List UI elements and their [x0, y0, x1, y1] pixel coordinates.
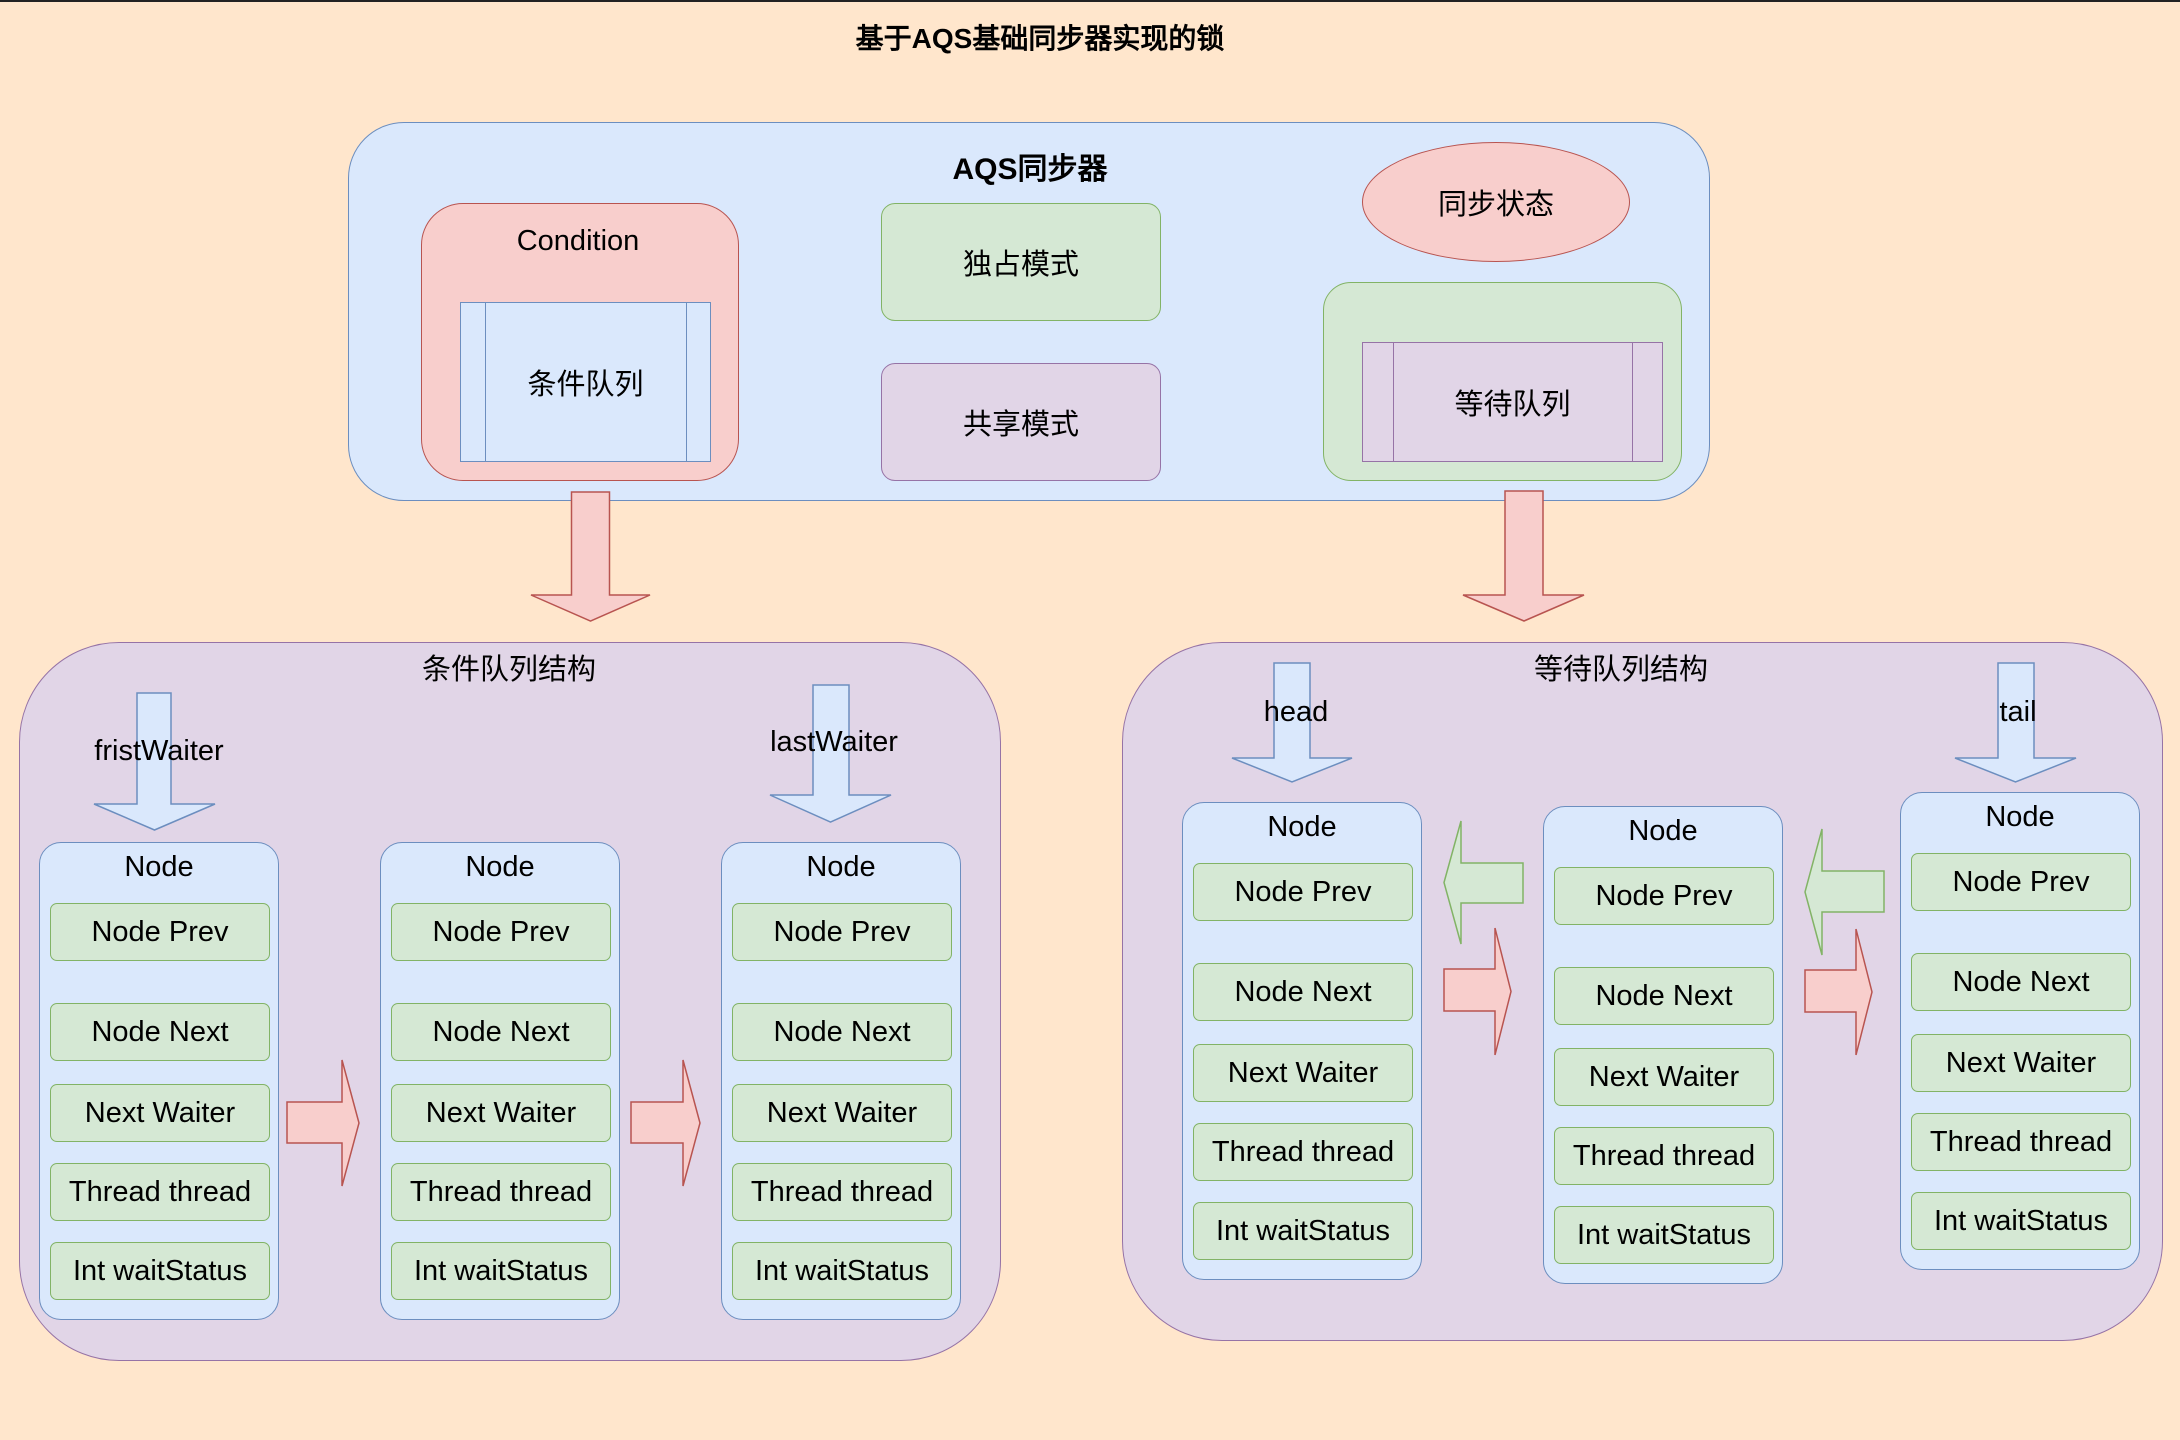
exclusive-mode-label: 独占模式: [962, 249, 1079, 281]
sync-state-ellipse: 同步状态: [1362, 142, 1630, 262]
thread-field: Thread thread: [1911, 1113, 2131, 1171]
node-title: Node: [1628, 815, 1698, 847]
wait-status-field: Int waitStatus: [50, 1242, 270, 1300]
process-left-bar: [485, 303, 486, 461]
node-prev-field: Node Prev: [391, 903, 611, 961]
wait-status-field: Int waitStatus: [391, 1242, 611, 1300]
wait-status-field: Int waitStatus: [1554, 1206, 1774, 1264]
thread-field: Thread thread: [1193, 1123, 1413, 1181]
thread-field: Thread thread: [50, 1163, 270, 1221]
thread-field: Thread thread: [1554, 1127, 1774, 1185]
first-waiter-label: fristWaiter: [94, 735, 224, 767]
head-label: head: [1263, 696, 1329, 728]
condition-label: Condition: [516, 225, 640, 257]
node-next-field: Node Next: [732, 1003, 952, 1061]
shared-mode-box: 共享模式: [881, 363, 1161, 481]
node-next-field: Node Next: [1193, 963, 1413, 1021]
next-waiter-link-arrow: [630, 1059, 701, 1187]
next-waiter-field: Next Waiter: [1554, 1048, 1774, 1106]
condition-queue-label: 条件队列: [527, 369, 644, 401]
next-waiter-field: Next Waiter: [391, 1084, 611, 1142]
prev-link-arrow: [1804, 828, 1885, 956]
next-link-arrow: [1804, 928, 1873, 1056]
aqs-synchronizer-title: AQS同步器: [952, 153, 1108, 186]
process-left-bar: [1393, 343, 1394, 461]
node-next-field: Node Next: [1911, 953, 2131, 1011]
thread-field: Thread thread: [391, 1163, 611, 1221]
prev-link-arrow: [1443, 820, 1524, 945]
wait-queue-label: 等待队列: [1454, 389, 1571, 421]
process-right-bar: [1632, 343, 1633, 461]
tail-pointer-arrow: [1954, 662, 2077, 783]
wait-queue-to-structure-down-arrow: [1462, 490, 1585, 622]
tail-label: tail: [1999, 696, 2037, 728]
shared-mode-label: 共享模式: [962, 409, 1079, 441]
node-title: Node: [1985, 801, 2055, 833]
next-waiter-link-arrow: [286, 1059, 360, 1187]
next-waiter-field: Next Waiter: [1911, 1034, 2131, 1092]
node-prev-field: Node Prev: [1911, 853, 2131, 911]
node-title: Node: [465, 851, 535, 883]
condition-queue-structure-title: 条件队列结构: [421, 654, 596, 686]
sync-state-label: 同步状态: [1437, 189, 1554, 221]
next-waiter-field: Next Waiter: [50, 1084, 270, 1142]
condition-queue-process-box: 条件队列: [460, 302, 711, 462]
node-title: Node: [806, 851, 876, 883]
last-waiter-label: lastWaiter: [770, 726, 898, 758]
process-right-bar: [686, 303, 687, 461]
node-next-field: Node Next: [391, 1003, 611, 1061]
node-prev-field: Node Prev: [50, 903, 270, 961]
node-prev-field: Node Prev: [1193, 863, 1413, 921]
next-link-arrow: [1443, 927, 1512, 1056]
next-waiter-field: Next Waiter: [732, 1084, 952, 1142]
next-waiter-field: Next Waiter: [1193, 1044, 1413, 1102]
wait-queue-structure-title: 等待队列结构: [1533, 654, 1708, 686]
wait-status-field: Int waitStatus: [732, 1242, 952, 1300]
node-prev-field: Node Prev: [732, 903, 952, 961]
wait-status-field: Int waitStatus: [1193, 1202, 1413, 1260]
wait-status-field: Int waitStatus: [1911, 1192, 2131, 1250]
node-next-field: Node Next: [1554, 967, 1774, 1025]
exclusive-mode-box: 独占模式: [881, 203, 1161, 321]
diagram-title: 基于AQS基础同步器实现的锁: [855, 23, 1225, 54]
first-waiter-pointer-arrow: [93, 692, 216, 831]
node-title: Node: [1267, 811, 1337, 843]
wait-queue-process-box: 等待队列: [1362, 342, 1663, 462]
thread-field: Thread thread: [732, 1163, 952, 1221]
node-title: Node: [124, 851, 194, 883]
node-prev-field: Node Prev: [1554, 867, 1774, 925]
head-pointer-arrow: [1231, 662, 1353, 783]
condition-to-structure-down-arrow: [530, 491, 651, 622]
last-waiter-pointer-arrow: [769, 684, 892, 823]
top-border-line: [0, 0, 2180, 2]
node-next-field: Node Next: [50, 1003, 270, 1061]
